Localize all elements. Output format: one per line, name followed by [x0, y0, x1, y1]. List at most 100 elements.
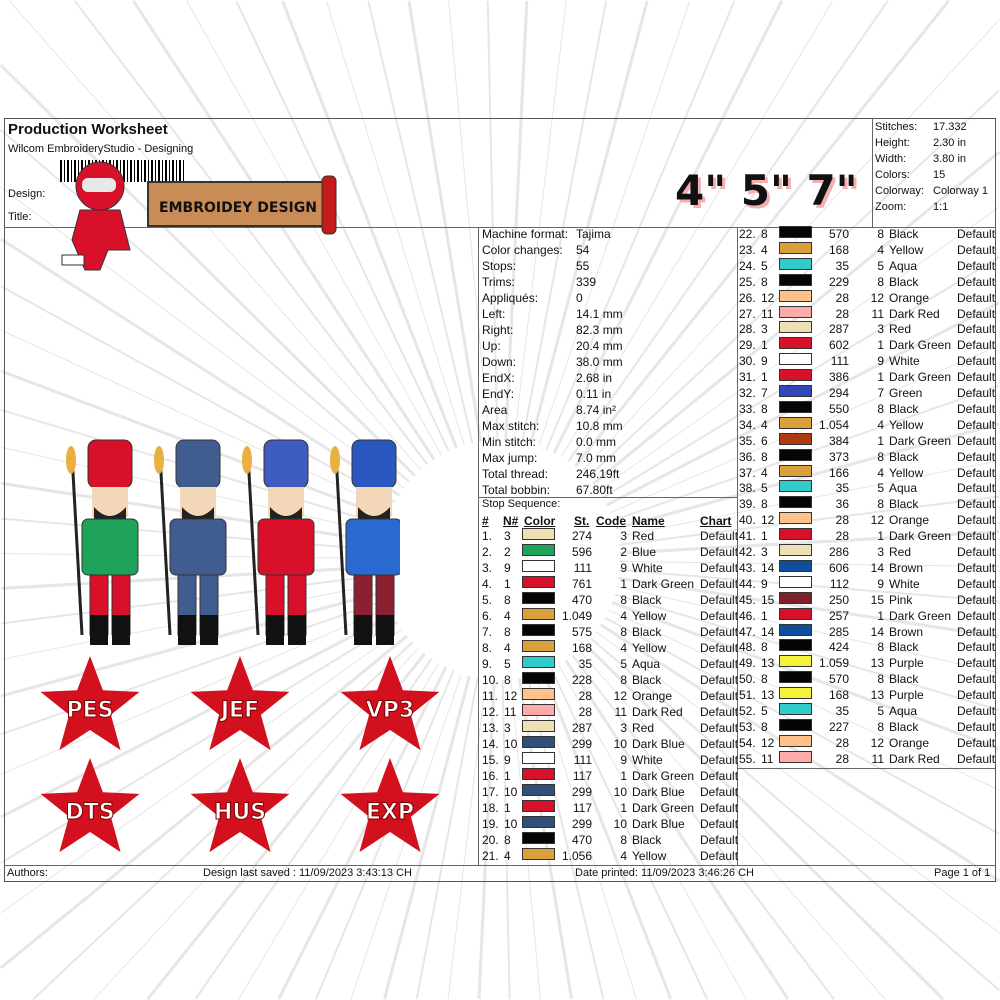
color-swatch — [779, 639, 812, 652]
stop-number: 51. — [739, 688, 756, 703]
thread-code: 1 — [877, 338, 884, 353]
column-header[interactable]: Name — [632, 514, 665, 528]
ray — [235, 0, 450, 452]
color-swatch — [779, 241, 812, 254]
color-swatch — [779, 385, 812, 397]
info-label: Trims: — [482, 275, 515, 289]
info-label: Total thread: — [482, 467, 549, 481]
column-header[interactable]: N# — [503, 514, 519, 528]
stitch-count: 227 — [828, 719, 849, 734]
thread-chart: Default — [700, 721, 739, 735]
thread-chart: Default — [700, 737, 739, 751]
ray — [325, 0, 465, 446]
thread-name: Green — [889, 386, 923, 400]
needle-number: 10 — [504, 737, 518, 751]
stop-number: 43. — [739, 560, 756, 575]
ray — [9, 0, 422, 471]
thread-chart: Default — [700, 753, 739, 767]
color-swatch — [779, 607, 812, 620]
color-swatch — [779, 687, 812, 700]
ray — [590, 637, 1000, 991]
stitch-count: 384 — [828, 433, 849, 448]
thread-chart: Default — [957, 417, 996, 432]
ray — [610, 345, 1000, 514]
column-header[interactable]: St. — [574, 514, 590, 528]
thread-code: 1 — [620, 769, 627, 783]
nutcracker-figure — [330, 439, 400, 645]
thread-chart: Default — [700, 817, 739, 831]
thread-chart: Default — [700, 769, 739, 783]
stop-number: 15. — [482, 753, 499, 767]
ray — [0, 186, 405, 489]
needle-number: 12 — [761, 290, 775, 305]
stop-number: 38. — [739, 481, 756, 496]
nutcracker-figure — [242, 439, 315, 645]
thread-name: Dark Blue — [632, 817, 685, 831]
thread-code: 12 — [870, 735, 884, 750]
thread-chart: Default — [700, 641, 739, 655]
thread-code: 5 — [877, 481, 884, 496]
stitch-count: 294 — [828, 386, 849, 400]
color-swatch — [779, 750, 812, 763]
thread-name: Red — [632, 529, 655, 543]
column-header[interactable]: Color — [524, 514, 556, 528]
stitch-count: 117 — [572, 801, 592, 815]
stitch-count: 28 — [578, 689, 592, 703]
column-header[interactable]: Chart — [700, 514, 732, 528]
stat-label: Width: — [875, 153, 907, 165]
stop-number: 3. — [482, 561, 493, 575]
info-label: Up: — [482, 339, 501, 353]
ray — [521, 0, 608, 443]
needle-number: 8 — [761, 274, 768, 289]
stat-label: Stitches: — [875, 121, 918, 133]
column-header[interactable]: # — [482, 514, 489, 528]
stop-number: 40. — [739, 513, 756, 528]
info-value: 0 — [576, 291, 583, 305]
thread-name: Black — [889, 719, 919, 734]
thread-code: 12 — [870, 290, 884, 305]
color-swatch — [522, 672, 555, 684]
color-swatch — [779, 321, 812, 334]
stop-number: 23. — [739, 242, 756, 257]
ray — [447, 679, 487, 1000]
thread-code: 14 — [870, 560, 884, 575]
thread-name: Yellow — [632, 849, 667, 863]
needle-number: 8 — [504, 593, 511, 607]
stitch-count: 168 — [828, 688, 849, 703]
thread-code: 14 — [870, 624, 884, 639]
thread-chart: Default — [957, 751, 996, 766]
stop-number: 30. — [739, 354, 756, 369]
stop-number: 32. — [739, 386, 756, 400]
stat-value: 15 — [933, 169, 946, 181]
stitch-count: 274 — [571, 529, 592, 543]
stop-number: 13. — [482, 721, 499, 735]
thread-code: 8 — [620, 593, 627, 607]
thread-chart: Default — [957, 592, 996, 607]
thread-code: 1 — [620, 577, 627, 591]
stop-number: 54. — [739, 735, 756, 750]
stitch-count: 287 — [571, 721, 592, 735]
thread-chart: Default — [957, 465, 996, 480]
thread-code: 4 — [620, 641, 627, 655]
color-swatch — [779, 480, 812, 493]
stitch-count: 299 — [571, 817, 592, 831]
info-label: Max jump: — [482, 451, 538, 465]
thread-name: Brown — [889, 624, 924, 639]
thread-name: Dark Green — [889, 529, 952, 544]
stop-number: 33. — [739, 401, 756, 416]
thread-chart: Default — [957, 688, 996, 703]
thread-name: Dark Red — [632, 705, 683, 719]
thread-name: Aqua — [632, 657, 661, 671]
needle-number: 8 — [761, 719, 768, 734]
stop-number: 22. — [739, 227, 756, 241]
column-header[interactable]: Code — [596, 514, 626, 528]
thread-name: Yellow — [632, 609, 667, 623]
color-swatch — [779, 416, 812, 429]
color-swatch — [522, 528, 555, 540]
